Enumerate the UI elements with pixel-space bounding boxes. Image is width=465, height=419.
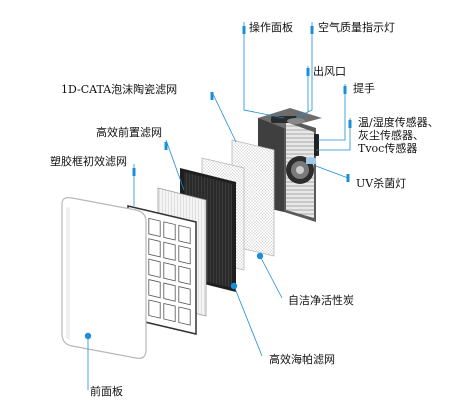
grid-cell [163,302,176,323]
label-cata-foam: 1D-CATA泡沫陶瓷滤网 [61,83,178,96]
label-front-panel: 前面板 [90,385,123,398]
grid-cell [178,245,191,265]
grid-cell [148,238,161,258]
leader-sensors [316,118,351,151]
grid-cell [178,224,191,245]
leader-handle [318,84,346,141]
front-panel [61,197,147,359]
marker-carbon [256,252,264,260]
grid-cell [163,221,176,241]
leader-hepa [233,285,263,357]
marker-plastic-pre [132,168,136,176]
marker-handle [343,86,347,94]
leader-carbon [259,255,283,299]
marker-hepa-pre [164,142,168,150]
label-handle: 提手 [353,82,375,95]
label-air-quality: 空气质量指示灯 [318,21,395,34]
grid-cell [148,299,161,319]
marker-air-quality [310,26,314,34]
leader-cata-foam [211,91,237,143]
label-air-outlet: 出风口 [313,65,346,78]
uv-lamp-shape [306,158,316,164]
label-plastic-pre: 塑胶框初效滤网 [50,155,127,168]
label-sensors: 温/湿度传感器、 灰尘传感器、 Tvoc传感器 [358,116,439,155]
marker-air-outlet [306,68,310,76]
leader-air-quality [295,22,313,119]
marker-control-panel [242,26,246,34]
label-control-panel: 操作面板 [249,21,293,34]
marker-hepa [230,282,238,290]
grid-cell [148,279,161,299]
grid-cell [178,286,191,306]
label-carbon: 自洁净活性炭 [288,294,354,307]
leader-control-panel [243,22,285,119]
marker-cata-foam [210,92,214,100]
grid-cell [178,306,191,326]
label-hepa-pre: 高效前置滤网 [96,126,162,139]
leader-hepa-pre [165,139,185,191]
leader-lines [84,22,352,390]
grid-cell [163,262,176,282]
grid-cell [148,258,161,278]
leader-uv-lamp [315,165,349,179]
grid-cell [178,265,191,285]
purifier-housing [258,108,322,222]
grid-cell [163,282,176,302]
label-uv-lamp: UV杀菌灯 [356,177,407,190]
marker-sensors [348,120,352,128]
air-outlet-shape [287,118,305,124]
grid-cell [148,217,161,238]
grid-cell [163,241,176,261]
handle-shape [314,134,319,156]
marker-uv-lamp [346,174,350,182]
marker-front-panel [84,332,92,340]
label-hepa: 高效海帕滤网 [269,353,335,366]
